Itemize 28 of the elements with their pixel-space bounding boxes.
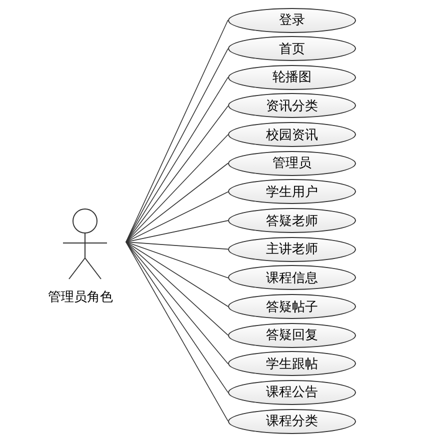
use-case-ellipse: 校园资讯 [228, 122, 356, 148]
association-line [126, 242, 228, 307]
association-line [126, 242, 228, 278]
use-case-ellipse: 答疑回复 [228, 322, 356, 348]
use-case-ellipse: 学生跟帖 [228, 351, 356, 376]
use-case-ellipse: 管理员 [228, 150, 356, 176]
use-case-ellipse: 资讯分类 [228, 93, 356, 118]
association-line [126, 106, 228, 242]
association-line [126, 134, 228, 242]
association-line [126, 242, 228, 393]
use-case-ellipse: 课程公告 [228, 380, 356, 405]
use-case-ellipse: 轮播图 [228, 64, 356, 90]
association-line [126, 242, 228, 422]
use-case-ellipse: 课程分类 [228, 408, 356, 434]
use-case-ellipse: 登录 [228, 8, 356, 32]
association-line [126, 162, 228, 242]
use-case-ellipse: 答疑老师 [228, 208, 356, 234]
use-case-ellipse: 课程信息 [228, 265, 356, 290]
association-line [126, 192, 228, 242]
association-line [126, 220, 228, 242]
use-case-ellipse: 答疑帖子 [228, 294, 356, 319]
actor-label: 管理员角色 [48, 289, 113, 306]
association-line [126, 242, 228, 250]
use-case-ellipse: 主讲老师 [228, 236, 356, 262]
association-line [126, 242, 228, 336]
use-case-ellipse: 首页 [228, 36, 356, 62]
use-case-ellipse: 学生用户 [228, 179, 356, 204]
association-line [126, 242, 228, 364]
